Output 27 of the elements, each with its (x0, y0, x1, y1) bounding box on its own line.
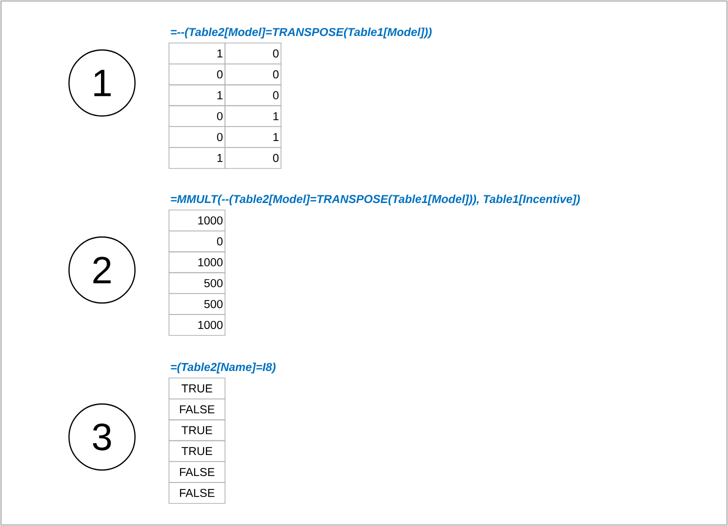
table-cell: FALSE (168, 398, 226, 420)
table-cell: TRUE (168, 440, 226, 462)
table-cell: 1 (168, 42, 226, 64)
table-cell: TRUE (168, 419, 226, 442)
table-cell: FALSE (168, 461, 226, 483)
table-cell: 0 (224, 84, 282, 106)
table-cell: 0 (224, 64, 282, 86)
table-cell: 0 (168, 230, 226, 252)
table-cell: 1 (224, 126, 282, 148)
table-cell: 1 (224, 105, 282, 127)
table-cell: FALSE (168, 482, 226, 504)
formula: =(Table2[Name]=I8) (170, 362, 276, 374)
formula: =MMULT(--(Table2[Model]=TRANSPOSE(Table1[Model])), Table1[Incentive]) (170, 194, 580, 206)
table-cell: TRUE (168, 378, 226, 400)
table-cell: 0 (168, 64, 226, 86)
table-cell: 1 (168, 147, 226, 169)
table-cell: 1 (168, 84, 226, 106)
table-cell: 1000 (168, 251, 226, 274)
table-cell: 0 (168, 126, 226, 148)
table-cell: 1000 (168, 314, 226, 336)
table-cell: 500 (168, 272, 226, 294)
table-cell: 500 (168, 293, 226, 315)
table-cell: 0 (168, 105, 226, 127)
table-cell: 0 (224, 42, 282, 64)
table-cell: 0 (224, 147, 282, 169)
table-cell: 1000 (168, 210, 226, 232)
formula: =--(Table2[Model]=TRANSPOSE(Table1[Model])) (170, 28, 432, 38)
